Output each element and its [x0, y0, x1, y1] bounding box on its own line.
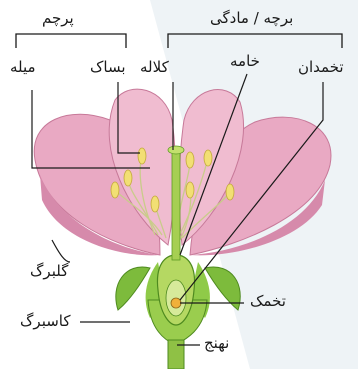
stigma: [168, 146, 184, 154]
pistil-group-label: برچه / مادگی: [210, 9, 293, 27]
sepal-left: [116, 267, 150, 310]
ovary-label: تخمدان: [298, 58, 344, 76]
anther-label: بساک: [90, 58, 126, 76]
receptacle-label: نهنج: [204, 334, 229, 352]
petal-label: گلبرگ: [30, 262, 68, 280]
ovule: [171, 298, 181, 308]
filament-label: میله: [10, 58, 36, 76]
stigma-label: کلاله: [140, 58, 169, 76]
sepal-label: کاسبرگ: [20, 312, 71, 330]
ovule-label: تخمک: [250, 292, 286, 310]
style: [172, 150, 180, 260]
stem: [168, 340, 184, 369]
stamen-group-label: پرچم: [42, 9, 74, 27]
style-label: خامه: [230, 52, 260, 70]
stamen-bracket: [16, 34, 126, 48]
